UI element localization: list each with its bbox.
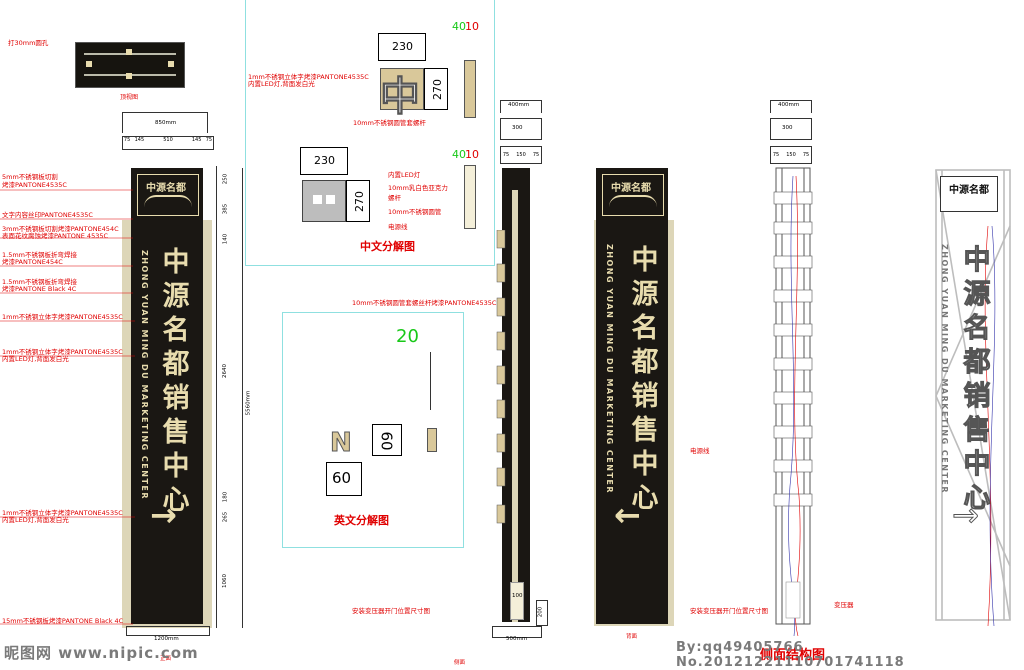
en-green-dim: 20 xyxy=(396,326,419,347)
back-arrow: ← xyxy=(614,496,641,534)
struct-split: 75 150 75 xyxy=(770,146,812,164)
top-view-plate xyxy=(75,42,185,88)
leader-lines-left xyxy=(0,189,135,625)
cn-back-plate xyxy=(302,180,346,222)
cn-box-w1: 230 xyxy=(378,33,426,61)
back-title-cn: 中源 名都 销售 中心 xyxy=(631,245,659,514)
cn-box-w2: 230 xyxy=(300,147,348,175)
back-panel xyxy=(596,168,668,624)
front-base-width: 1200mm xyxy=(154,636,179,642)
cn-box-h2: 270 xyxy=(346,180,370,222)
back-title-en: ZHONG YUAN MING DU MARKETING CENTER xyxy=(605,244,614,495)
en-box-w: 60 xyxy=(326,462,362,496)
cn-box-h1: 270 xyxy=(424,68,448,110)
front-width: 850mm xyxy=(155,120,177,126)
front-panel xyxy=(131,168,203,624)
side-caption: 侧面 xyxy=(454,660,466,666)
cn-char: 中 xyxy=(380,74,421,121)
watermark-right: By:qq49405766 No.20121221110701741118 xyxy=(676,640,905,670)
front-title-en: ZHONG YUAN MING DU MARKETING CENTER xyxy=(140,250,149,501)
front-logo: 中源名都 xyxy=(137,174,199,216)
cn-char-plate xyxy=(380,68,424,110)
front-caption: 正面 xyxy=(160,656,172,662)
watermark-left: 昵图网 www.nipic.com xyxy=(4,644,199,662)
cn-side-assembly xyxy=(464,165,476,229)
wireframe-logo: 中源名都 xyxy=(940,176,998,212)
cn-exploded-caption: 中文分解图 xyxy=(360,240,415,253)
wireframe-3d-frame xyxy=(935,169,1011,627)
cn-side-piece xyxy=(464,60,476,118)
en-side-piece xyxy=(427,428,437,452)
top-view-hole-note: 打30mm圆孔 xyxy=(8,39,49,47)
front-width-split: 75 145 510 145 75 xyxy=(122,136,214,150)
side-split: 75 150 75 xyxy=(500,146,542,164)
side-letter-tabs xyxy=(496,230,506,524)
cn-exploded-frame xyxy=(245,0,495,266)
front-total-height: 5560mm xyxy=(245,390,252,416)
en-exploded-caption: 英文分解图 xyxy=(334,514,389,527)
wireframe-title-en: ZHONG YUAN MING DU MARKETING CENTER xyxy=(940,244,949,495)
en-letter: N xyxy=(330,428,353,459)
top-view-caption: 顶视图 xyxy=(120,94,139,101)
en-box-h: 60 xyxy=(372,424,402,456)
back-caption: 背面 xyxy=(626,634,638,640)
struct-frame xyxy=(773,167,813,636)
en-exploded-frame xyxy=(282,312,464,548)
struct-caption: 侧面结构图 xyxy=(760,648,826,663)
back-logo: 中源名都 xyxy=(602,174,664,216)
side-door: 100 xyxy=(510,582,524,620)
front-title-cn: 中源 名都 销售 中心 xyxy=(162,247,190,516)
wireframe-arrow: → xyxy=(952,496,980,535)
wireframe-title-cn: 中源 名都 销售 中心 xyxy=(963,245,991,515)
front-arrow: → xyxy=(150,496,177,534)
